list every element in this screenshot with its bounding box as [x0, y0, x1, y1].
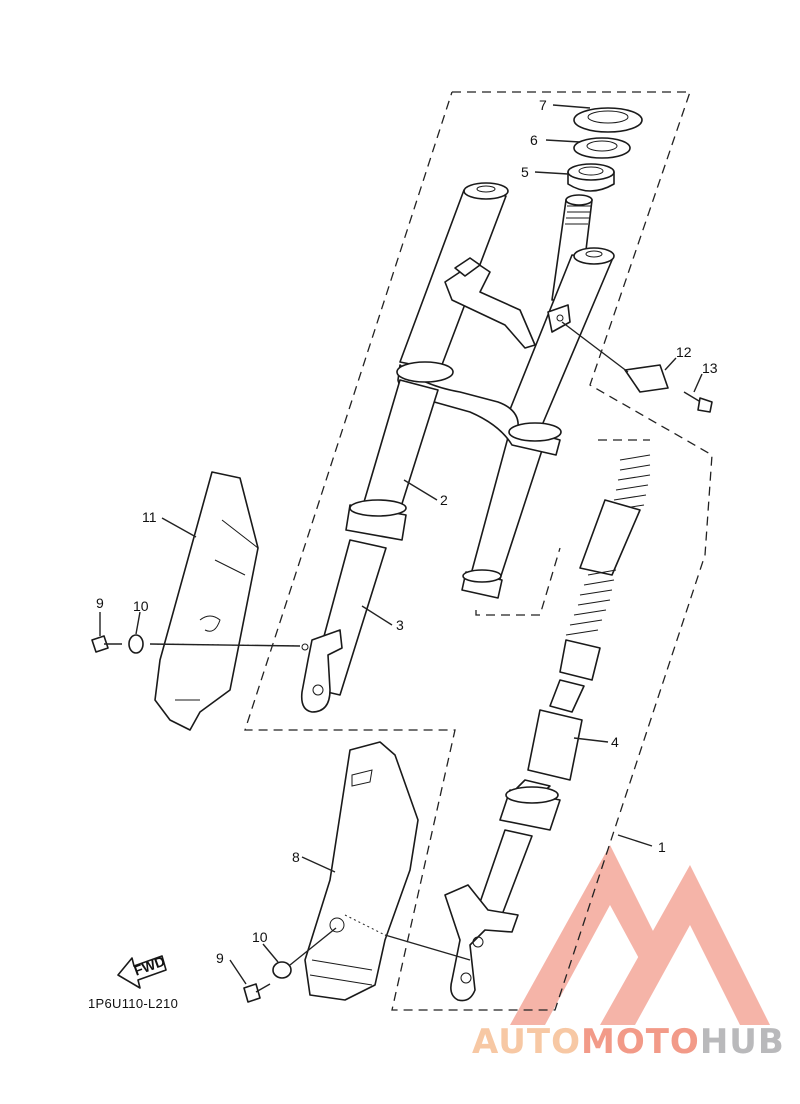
fork-guard-11 [154, 471, 259, 731]
bolt-9-upper [91, 635, 122, 653]
forward-direction-arrow: FWD [117, 953, 167, 989]
callout-3: 3 [396, 617, 404, 633]
callout-1: 1 [658, 839, 666, 855]
washer-6 [573, 137, 631, 159]
callout-10-upper: 10 [133, 598, 149, 614]
diagram-part-code: 1P6U110-L210 [88, 996, 179, 1011]
collar-10-upper [128, 634, 144, 654]
watermark-text: AUTOMOTOHUB [472, 1022, 785, 1062]
fork-guard-8 [304, 741, 419, 1001]
oil-seal-7 [573, 107, 643, 133]
callout-9-upper: 9 [96, 595, 104, 611]
bracket-12 [624, 364, 669, 393]
watermark-hub: HUB [699, 1022, 785, 1062]
bushing-5 [567, 163, 615, 192]
upper-bracket [444, 257, 571, 349]
callout-11: 11 [142, 509, 157, 525]
under-bracket [396, 361, 562, 456]
watermark-moto: MOTO [580, 1022, 700, 1062]
callout-6: 6 [530, 132, 538, 148]
watermark-auto: AUTO [472, 1022, 581, 1062]
callout-10-lower: 10 [252, 929, 268, 945]
assembly-boundary [244, 91, 713, 1011]
bolt-9-lower [243, 983, 271, 1003]
callout-9-lower: 9 [216, 950, 224, 966]
leader-lines [99, 104, 703, 985]
bolt-13 [683, 391, 713, 413]
spring-damper-4 [514, 454, 651, 796]
callout-13: 13 [702, 360, 718, 376]
callout-8: 8 [292, 849, 300, 865]
callout-2: 2 [440, 492, 448, 508]
callout-5: 5 [521, 164, 529, 180]
watermark-logo [510, 845, 770, 1025]
callout-4: 4 [611, 734, 619, 750]
outer-tube-2 [309, 379, 439, 696]
outer-slider-3 [300, 629, 343, 713]
outer-slider-right [444, 786, 561, 1002]
connection-lines [149, 321, 629, 966]
collar-10-lower [272, 961, 292, 979]
callout-12: 12 [676, 344, 692, 360]
callout-7: 7 [539, 97, 547, 113]
